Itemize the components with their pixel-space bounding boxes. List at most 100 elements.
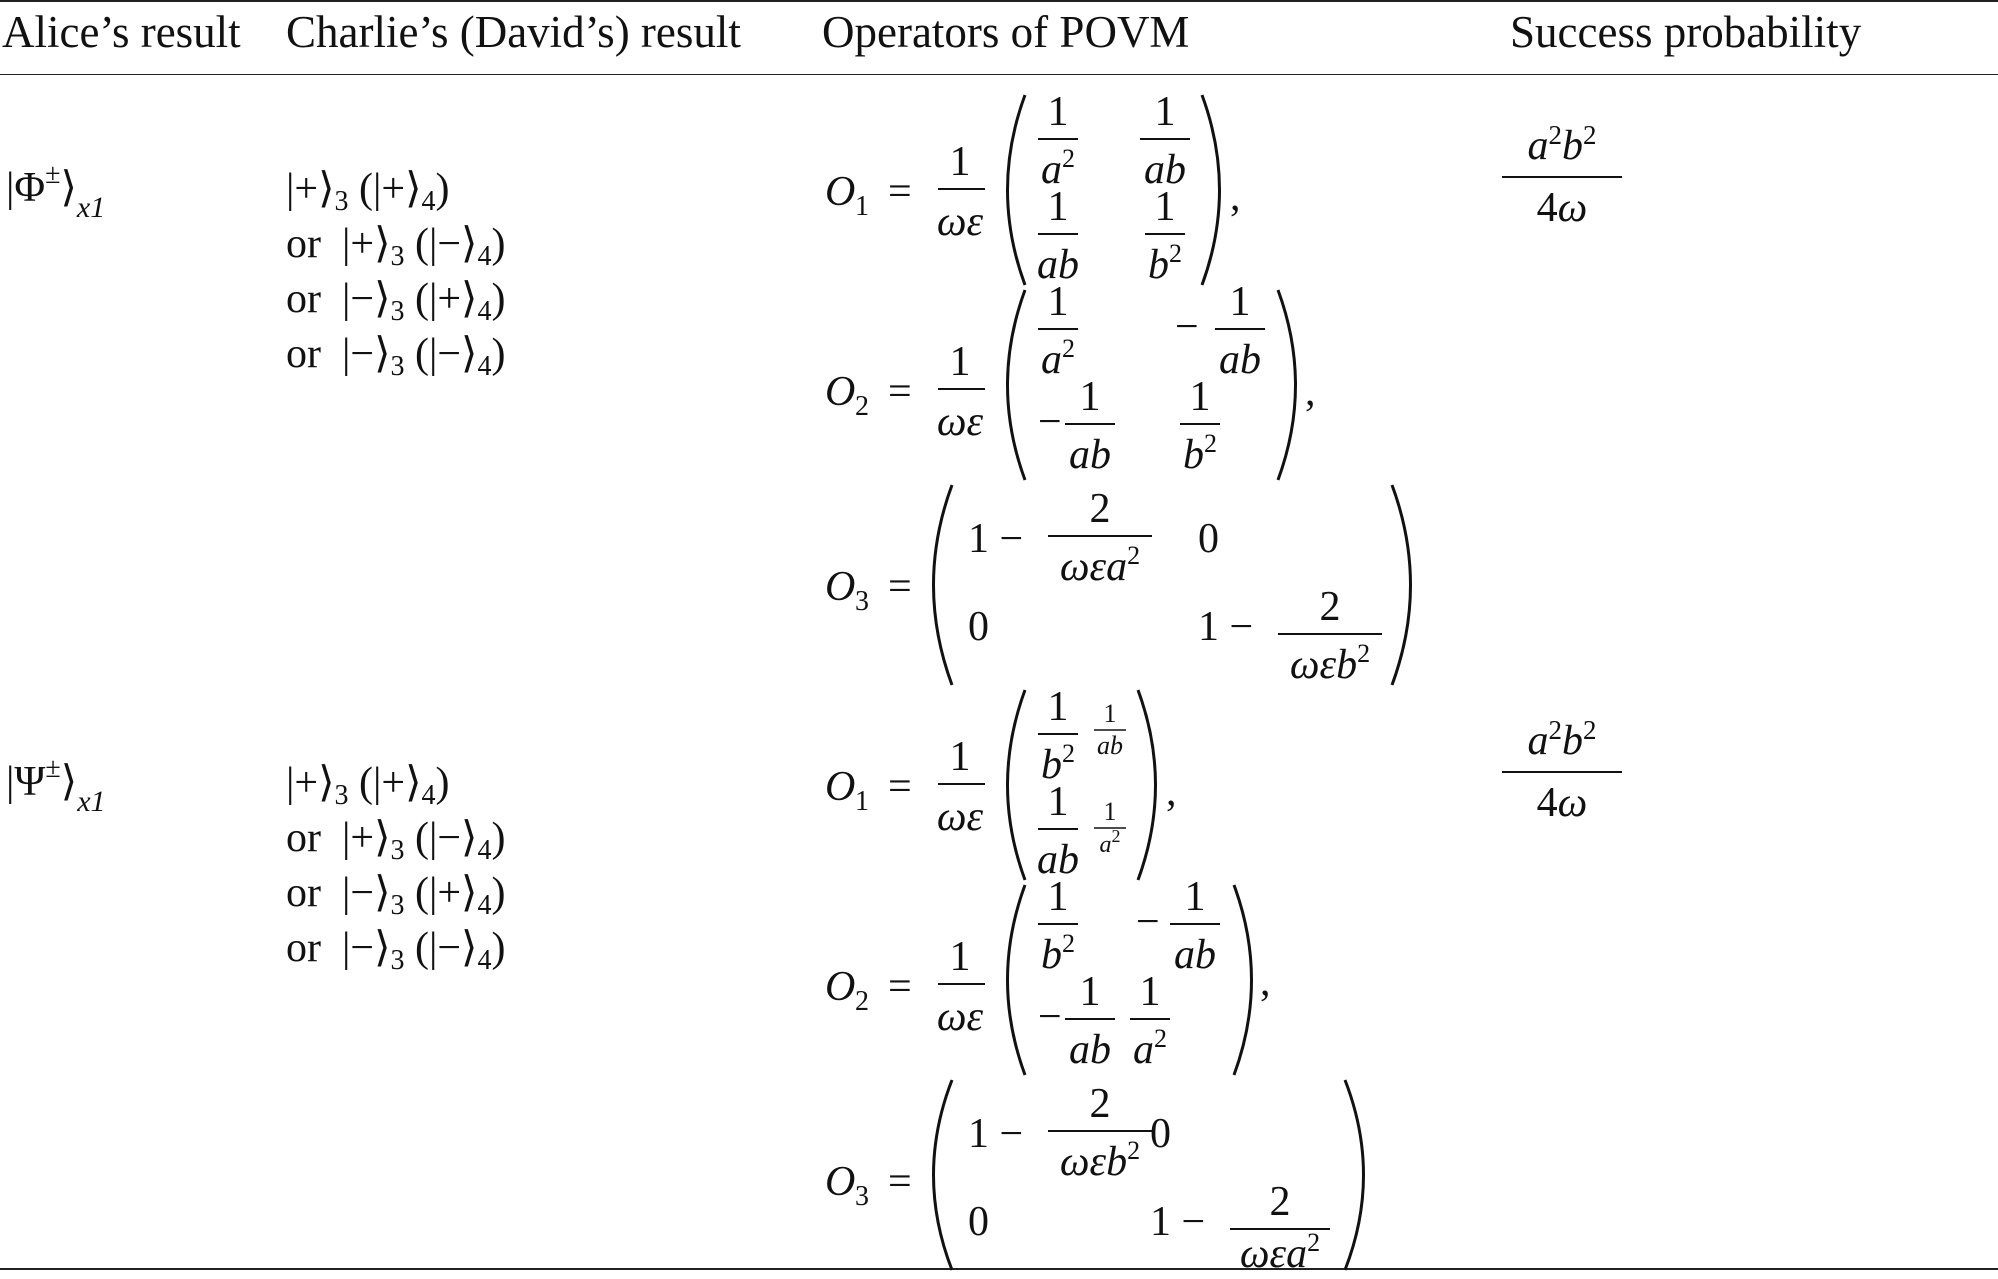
- charlie-line: |+⟩3 (|+⟩4): [286, 760, 450, 811]
- svg-text:−: −: [1175, 304, 1199, 350]
- svg-text:1: 1: [950, 934, 971, 980]
- svg-text:O: O: [825, 169, 855, 215]
- svg-text:O: O: [825, 764, 855, 810]
- svg-text:0: 0: [968, 604, 989, 650]
- charlie-line: or |+⟩3 (|−⟩4): [286, 815, 506, 866]
- svg-text:a2: a2: [1133, 1024, 1167, 1073]
- alice-letter: Ψ: [14, 759, 46, 805]
- svg-text:1: 1: [1155, 89, 1176, 135]
- svg-text:a2: a2: [1100, 826, 1121, 858]
- svg-text:,: ,: [1305, 369, 1316, 415]
- probability-denominator: 4ω: [1536, 185, 1588, 231]
- svg-text:−: −: [1136, 899, 1160, 945]
- svg-text:1: 1: [855, 191, 869, 222]
- svg-text:ωεa2: ωεa2: [1060, 541, 1140, 590]
- alice-letter: Φ: [14, 165, 46, 211]
- svg-text:,: ,: [1166, 769, 1177, 815]
- svg-text:1 −: 1 −: [1150, 1199, 1205, 1245]
- svg-text:,: ,: [1230, 174, 1241, 220]
- svg-text:ab: ab: [1069, 432, 1111, 478]
- charlie-line: or |+⟩3 (|−⟩4): [286, 221, 506, 272]
- success-probability-2: a2b2 4ω: [1502, 715, 1622, 827]
- charlie-line: or |−⟩3 (|−⟩4): [286, 331, 506, 382]
- svg-text:O: O: [825, 1159, 855, 1205]
- svg-text:ωεb2: ωεb2: [1060, 1136, 1140, 1185]
- header-alice: Alice’s result: [2, 7, 241, 57]
- svg-text:1: 1: [1104, 699, 1117, 728]
- svg-text:−: −: [1038, 399, 1062, 445]
- svg-text:1: 1: [1190, 374, 1211, 420]
- charlie-line: |+⟩3 (|+⟩4): [286, 166, 450, 217]
- svg-text:ab: ab: [1037, 837, 1079, 883]
- svg-text:ab: ab: [1174, 932, 1216, 978]
- svg-text:1: 1: [950, 139, 971, 185]
- svg-text:ab: ab: [1097, 731, 1123, 760]
- svg-text:=: =: [888, 169, 912, 215]
- bottom-rule: [0, 1268, 1998, 1270]
- svg-text:2: 2: [1090, 486, 1111, 532]
- svg-text:2: 2: [855, 391, 869, 422]
- svg-text:O: O: [825, 964, 855, 1010]
- svg-text:1: 1: [1104, 797, 1117, 826]
- svg-text:1: 1: [1155, 184, 1176, 230]
- svg-text:2: 2: [1320, 584, 1341, 630]
- svg-text:1: 1: [1080, 374, 1101, 420]
- alice-sup: ±: [45, 753, 61, 784]
- charlie-line: or |−⟩3 (|+⟩4): [286, 276, 506, 327]
- svg-text:−: −: [1038, 994, 1062, 1040]
- charlie-line: or |−⟩3 (|+⟩4): [286, 870, 506, 921]
- svg-text:b2: b2: [1041, 929, 1075, 978]
- svg-text:ωε: ωε: [937, 994, 984, 1040]
- svg-text:1: 1: [1048, 684, 1069, 730]
- header-rule: [0, 74, 1998, 75]
- svg-text:=: =: [888, 564, 912, 610]
- alice-result-phi: |Φ±⟩x1: [6, 159, 106, 224]
- svg-text:0: 0: [968, 1199, 989, 1245]
- svg-text:1: 1: [1140, 969, 1161, 1015]
- svg-text:b2: b2: [1183, 429, 1217, 478]
- svg-text:ab: ab: [1037, 242, 1079, 288]
- svg-text:ab: ab: [1219, 337, 1261, 383]
- svg-text:3: 3: [855, 586, 869, 617]
- svg-text:0: 0: [1150, 1111, 1171, 1157]
- svg-text:1: 1: [1048, 279, 1069, 325]
- svg-text:2: 2: [1090, 1081, 1111, 1127]
- success-probability-1: a2b2 4ω: [1502, 120, 1622, 232]
- charlie-result-list: |+⟩3 (|+⟩4) or |+⟩3 (|−⟩4) or |−⟩3 (|+⟩4…: [286, 162, 505, 382]
- svg-text:ωε: ωε: [937, 794, 984, 840]
- svg-text:=: =: [888, 764, 912, 810]
- svg-text:ωε: ωε: [937, 199, 984, 245]
- svg-text:,: ,: [1260, 959, 1271, 1005]
- svg-text:1: 1: [1048, 779, 1069, 825]
- probability-numerator: a2b2: [1502, 120, 1622, 178]
- svg-text:1: 1: [1230, 279, 1251, 325]
- svg-text:2: 2: [1270, 1179, 1291, 1225]
- svg-text:2: 2: [855, 986, 869, 1017]
- svg-text:ab: ab: [1069, 1027, 1111, 1073]
- svg-text:1: 1: [950, 339, 971, 385]
- svg-text:ωε: ωε: [937, 399, 984, 445]
- svg-text:=: =: [888, 964, 912, 1010]
- svg-text:1: 1: [855, 786, 869, 817]
- svg-text:ωεb2: ωεb2: [1290, 639, 1370, 688]
- svg-text:b2: b2: [1041, 739, 1075, 788]
- svg-text:1: 1: [1080, 969, 1101, 1015]
- svg-text:1: 1: [1048, 184, 1069, 230]
- svg-text:b2: b2: [1148, 239, 1182, 288]
- probability-numerator: a2b2: [1502, 715, 1622, 773]
- svg-text:0: 0: [1198, 516, 1219, 562]
- svg-text:=: =: [888, 369, 912, 415]
- alice-sub: x1: [76, 191, 106, 224]
- svg-text:ab: ab: [1144, 147, 1186, 193]
- svg-text:1: 1: [1185, 874, 1206, 920]
- svg-text:1: 1: [1048, 89, 1069, 135]
- svg-text:=: =: [888, 1159, 912, 1205]
- svg-text:O: O: [825, 564, 855, 610]
- charlie-result-list: |+⟩3 (|+⟩4) or |+⟩3 (|−⟩4) or |−⟩3 (|+⟩4…: [286, 756, 505, 976]
- svg-text:O: O: [825, 369, 855, 415]
